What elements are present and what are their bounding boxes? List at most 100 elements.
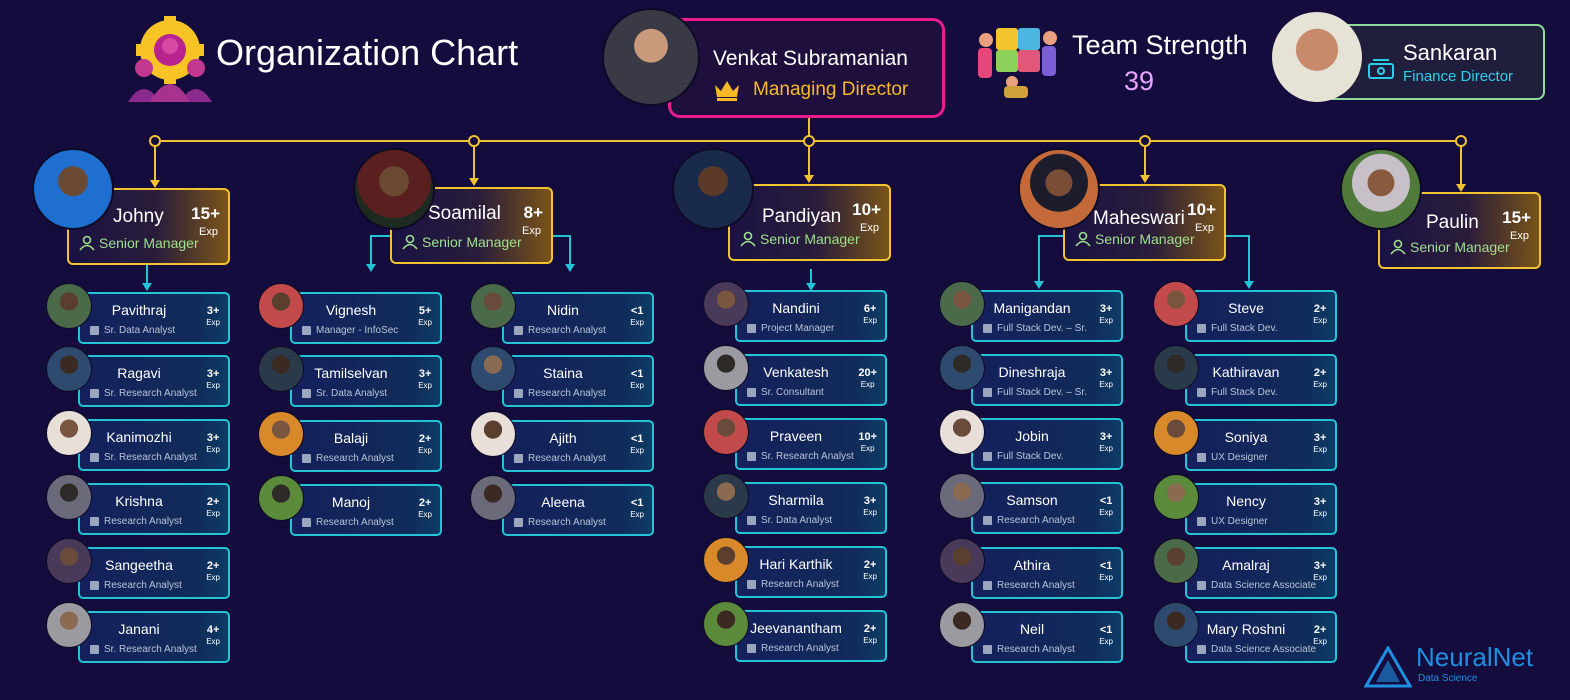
manager-exp: 8+ — [523, 203, 543, 222]
briefcase-icon — [747, 324, 756, 333]
employee-role: Sr. Research Analyst — [104, 388, 197, 399]
employee-role: Research Analyst — [316, 453, 394, 464]
employee-exp: 2+Exp — [418, 497, 432, 520]
manager-name: Johny — [113, 206, 164, 227]
briefcase-icon — [1197, 581, 1206, 590]
employee-role: Sr. Research Analyst — [104, 644, 197, 655]
employee-role: Full Stack Dev. — [1211, 387, 1278, 398]
employee-avatar — [1153, 474, 1199, 520]
employee-avatar — [258, 346, 304, 392]
employee-role: Data Science Associate — [1211, 644, 1317, 655]
employee-exp: 2+Exp — [863, 623, 877, 646]
manager-avatar — [32, 148, 114, 230]
md-name: Venkat Subramanian — [713, 47, 908, 70]
team-puzzle-icon — [978, 28, 1057, 98]
employee-name: Vignesh — [325, 302, 377, 318]
employee-exp: 6+Exp — [863, 303, 877, 326]
employee-exp: 2+Exp — [206, 496, 220, 519]
manager-exp-label: Exp — [1510, 230, 1529, 242]
manager-name: Pandiyan — [762, 206, 842, 227]
briefcase-icon — [302, 454, 311, 463]
team-gear-icon — [128, 16, 212, 102]
employee-name: Aleena — [541, 494, 585, 510]
employee-exp: 3+Exp — [1313, 560, 1327, 583]
briefcase-icon — [983, 645, 992, 654]
logo-name: NeuralNet — [1416, 642, 1534, 672]
triangle-logo-icon — [1364, 646, 1412, 688]
employee-role: Research Analyst — [528, 325, 606, 336]
employee-role: Full Stack Dev. – Sr. — [997, 323, 1087, 334]
employee-role: Sr. Data Analyst — [761, 515, 833, 526]
employee-role: Research Analyst — [104, 516, 182, 527]
person-icon — [1390, 239, 1406, 255]
employee-role: Full Stack Dev. – Sr. — [997, 387, 1087, 398]
manager-card: Paulin 15+ Exp Senior Manager — [1378, 192, 1541, 269]
briefcase-icon — [90, 517, 99, 526]
manager-name: Maheswari — [1093, 208, 1185, 229]
briefcase-icon — [983, 516, 992, 525]
employee-role: Research Analyst — [997, 580, 1075, 591]
briefcase-icon — [1197, 645, 1206, 654]
employee-name: Manoj — [331, 494, 371, 510]
briefcase-icon — [514, 454, 523, 463]
employee-name: Hari Karthik — [759, 556, 833, 572]
employee-name: Nandini — [772, 300, 820, 316]
employee-role: UX Designer — [1211, 452, 1268, 463]
employee-avatar — [1153, 345, 1199, 391]
briefcase-icon — [747, 644, 756, 653]
employee-name: Samson — [1006, 492, 1058, 508]
employee-role: Research Analyst — [997, 515, 1075, 526]
employee-exp: 3+Exp — [206, 432, 220, 455]
briefcase-icon — [90, 326, 99, 335]
md-avatar — [602, 8, 700, 106]
employee-exp: 3+Exp — [418, 368, 432, 391]
briefcase-icon — [747, 452, 756, 461]
manager-role: Senior Manager — [1095, 231, 1195, 247]
chart-title-block: Organization Chart — [120, 14, 540, 104]
employee-avatar — [46, 602, 92, 648]
employee-name: Ajith — [549, 430, 577, 446]
managing-director-card: Venkat Subramanian Managing Director — [668, 18, 945, 118]
page-title: Organization Chart — [216, 32, 519, 73]
employee-name: Nency — [1226, 493, 1266, 509]
employee-role: Research Analyst — [104, 580, 182, 591]
employee-role: Research Analyst — [528, 453, 606, 464]
manager-exp: 15+ — [191, 204, 220, 223]
employee-avatar — [46, 283, 92, 329]
employee-avatar — [470, 346, 516, 392]
employee-name: Dineshraja — [998, 364, 1066, 380]
money-icon — [1368, 59, 1394, 79]
briefcase-icon — [1197, 517, 1206, 526]
employee-exp: 3+Exp — [1313, 496, 1327, 519]
employee-avatar — [1153, 602, 1199, 648]
briefcase-icon — [747, 516, 756, 525]
person-icon — [402, 234, 418, 250]
employee-avatar — [258, 411, 304, 457]
employee-avatar — [939, 345, 985, 391]
employee-name: Soniya — [1224, 429, 1268, 445]
manager-role: Senior Manager — [99, 235, 199, 251]
employee-name: Manigandan — [993, 300, 1071, 316]
employee-avatar — [939, 602, 985, 648]
employee-role: Research Analyst — [528, 388, 606, 399]
employee-role: Full Stack Dev. — [997, 451, 1064, 462]
employee-role: Full Stack Dev. — [1211, 323, 1278, 334]
fd-role: Finance Director — [1403, 68, 1514, 85]
employee-exp: 10+Exp — [858, 431, 877, 454]
employee-exp: 20+Exp — [858, 367, 877, 390]
employee-role: Research Analyst — [761, 579, 839, 590]
briefcase-icon — [514, 518, 523, 527]
employee-avatar — [470, 283, 516, 329]
